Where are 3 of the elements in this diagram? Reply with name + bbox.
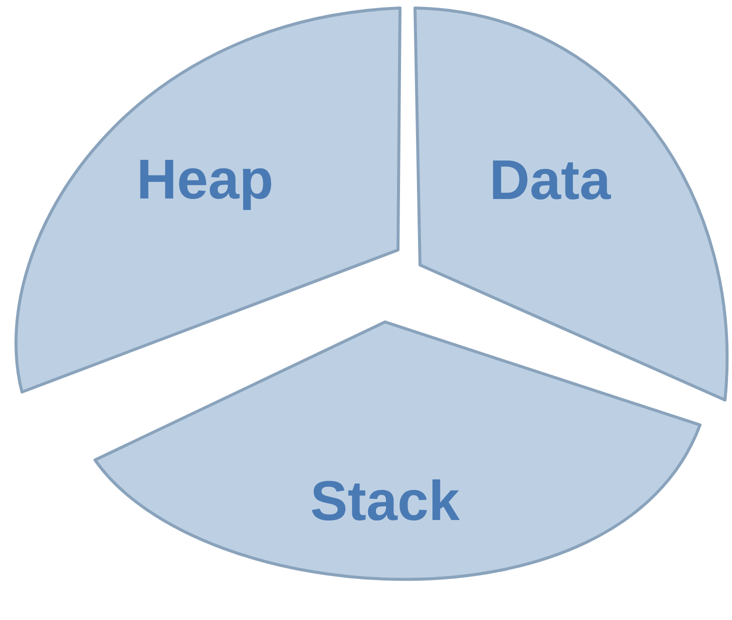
- pie-segment: Heap: [14, 6, 402, 394]
- pie-segment: Stack: [94, 320, 702, 581]
- pie-segment: Data: [414, 6, 729, 402]
